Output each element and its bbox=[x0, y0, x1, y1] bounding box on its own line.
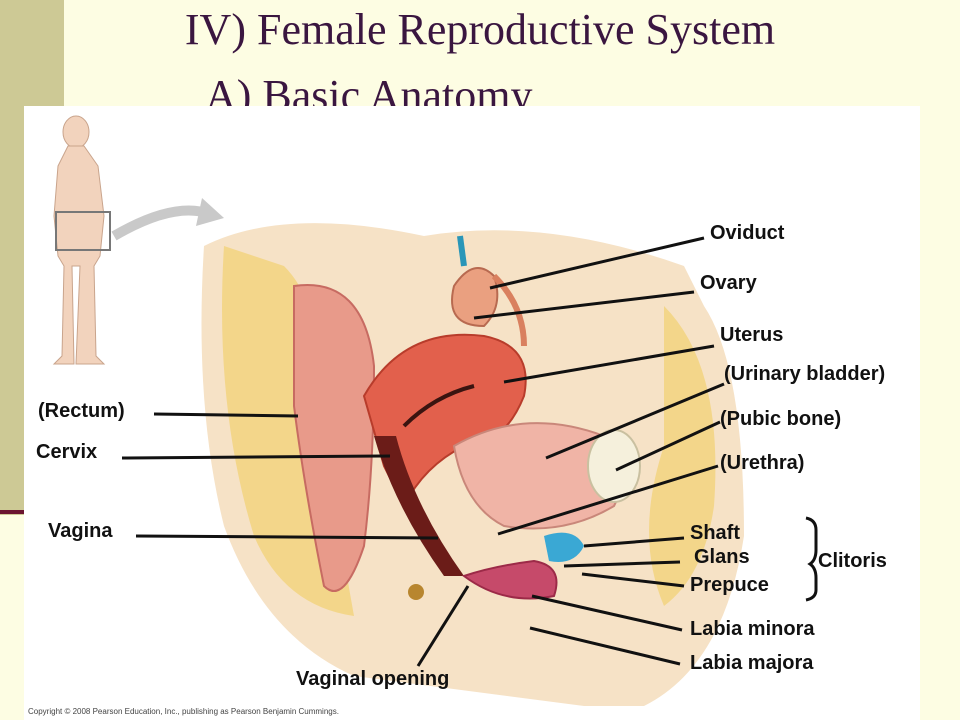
pelvic-section bbox=[201, 223, 744, 706]
label-shaft: Shaft bbox=[690, 522, 740, 544]
copyright-notice: Copyright © 2008 Pearson Education, Inc.… bbox=[28, 707, 339, 716]
leader-lines bbox=[121, 236, 818, 667]
label-oviduct: Oviduct bbox=[710, 222, 785, 244]
label-pubic-bone: (Pubic bone) bbox=[720, 408, 842, 430]
label-vaginal-opening: Vaginal opening bbox=[296, 668, 450, 690]
label-labia-majora: Labia majora bbox=[690, 652, 814, 674]
label-prepuce: Prepuce bbox=[690, 574, 769, 596]
body-silhouette bbox=[52, 115, 106, 365]
zoom-arrow bbox=[111, 205, 212, 241]
label-vagina: Vagina bbox=[48, 520, 113, 542]
zoom-box bbox=[55, 211, 111, 251]
label-glans: Glans bbox=[694, 546, 750, 568]
label-clitoris: Clitoris bbox=[818, 550, 887, 572]
label-labia-minora: Labia minora bbox=[690, 618, 815, 640]
anatomy-figure: Oviduct Ovary Uterus (Urinary bladder) (… bbox=[24, 106, 920, 720]
left-accent-line bbox=[0, 510, 24, 514]
label-urethra: (Urethra) bbox=[720, 452, 805, 474]
slide-title: IV) Female Reproductive System bbox=[184, 5, 776, 54]
anatomy-illustration bbox=[52, 115, 818, 706]
label-rectum: (Rectum) bbox=[38, 400, 125, 422]
label-urinary-bladder: (Urinary bladder) bbox=[724, 363, 886, 385]
label-cervix: Cervix bbox=[36, 441, 98, 463]
label-ovary: Ovary bbox=[700, 272, 757, 294]
label-uterus: Uterus bbox=[720, 324, 784, 346]
